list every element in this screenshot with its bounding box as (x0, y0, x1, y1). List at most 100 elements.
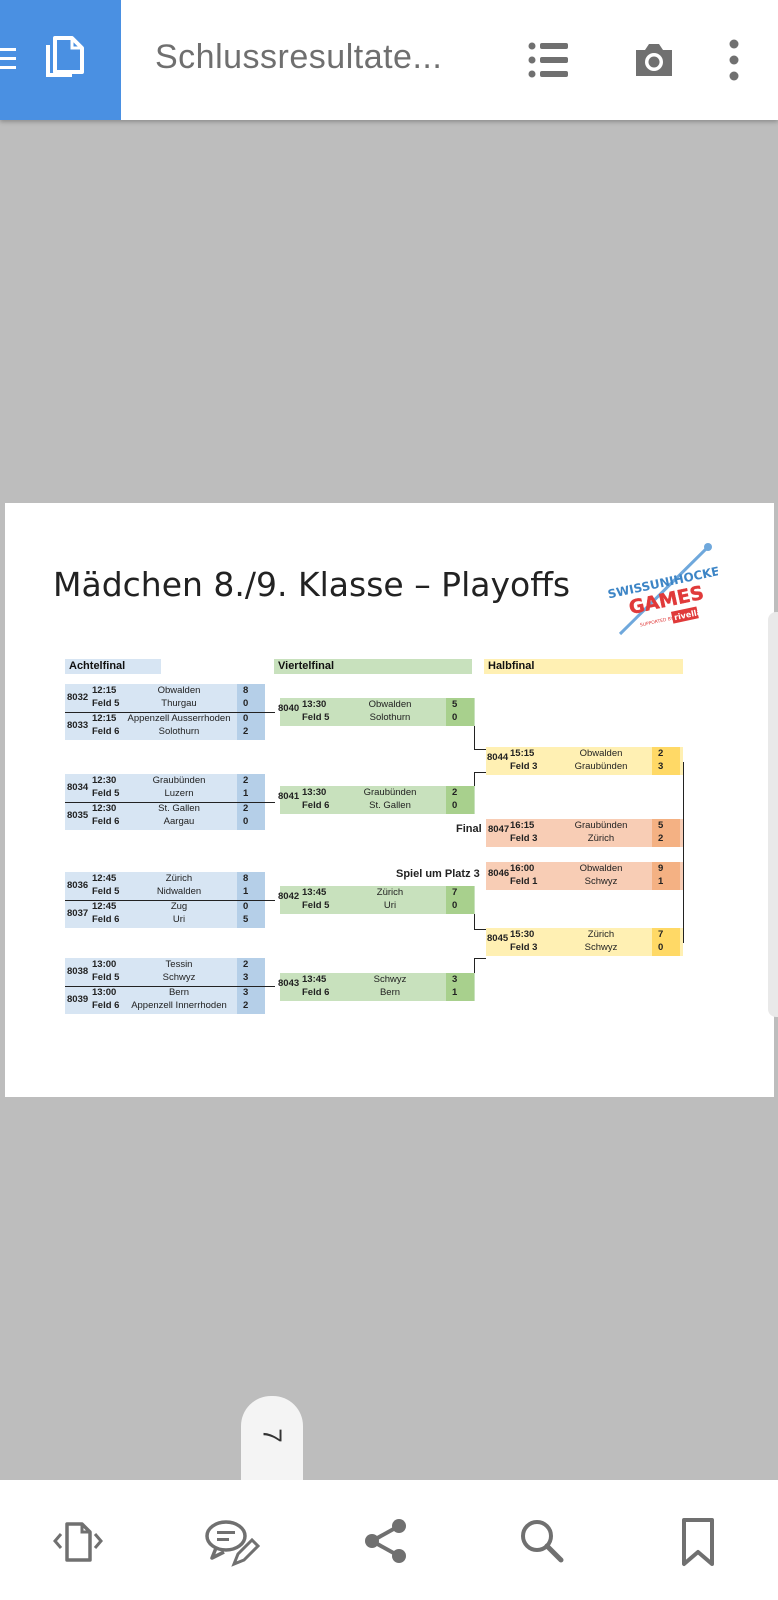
away-team: Uri (172, 914, 186, 925)
pdf-page: Mädchen 8./9. Klasse – Playoffs SWISSUNI… (5, 503, 774, 1097)
away-team: Nidwalden (156, 886, 202, 897)
home-team: St. Gallen (158, 803, 200, 814)
match-field: Feld 6 (92, 816, 120, 827)
match-box[interactable] (280, 786, 475, 814)
bracket-line (474, 772, 475, 786)
match-box[interactable] (65, 712, 265, 740)
away-score: 0 (452, 712, 458, 723)
header-achtelfinal: Achtelfinal (65, 659, 161, 674)
swiss-unihockey-games-logo: SWISSUNIHOCKEY GAMES SUPPORTED BY rivell… (608, 543, 718, 636)
page-scrollbar[interactable] (768, 612, 778, 1017)
home-team: Obwalden (157, 685, 201, 696)
menu-documents-icon (0, 36, 84, 77)
page-navigation-icon[interactable] (53, 1516, 103, 1566)
bracket-line (474, 914, 475, 929)
match-box[interactable] (280, 698, 475, 726)
away-team: Aargau (163, 816, 195, 827)
score-box (652, 928, 680, 956)
match-time: 15:15 (510, 748, 535, 759)
menu-button[interactable] (0, 0, 121, 120)
match-field: Feld 1 (510, 876, 538, 887)
final-id: 8047 (488, 824, 510, 835)
match-time: 16:15 (510, 820, 535, 831)
match-box[interactable] (65, 958, 265, 986)
home-team: Bern (168, 987, 190, 998)
match-box[interactable] (486, 928, 683, 956)
match-box[interactable] (65, 684, 265, 712)
bracket-line (65, 986, 275, 987)
away-team: Appenzell Innerrhoden (131, 1000, 227, 1011)
away-score: 0 (243, 816, 249, 827)
home-score: 8 (243, 685, 249, 696)
away-team: St. Gallen (369, 800, 411, 811)
match-field: Feld 6 (92, 1000, 120, 1011)
away-score: 3 (658, 761, 664, 772)
match-box[interactable] (486, 862, 683, 890)
match-box[interactable] (486, 747, 683, 775)
away-score: 0 (452, 900, 458, 911)
home-score: 3 (452, 974, 458, 985)
match-box[interactable] (280, 886, 475, 914)
camera-icon[interactable] (632, 38, 676, 82)
home-team: Obwalden (368, 699, 412, 710)
match-id: 8034 (67, 782, 89, 793)
match-box[interactable] (280, 973, 475, 1001)
match-id: 8045 (487, 933, 509, 944)
away-team: Thurgau (161, 698, 197, 709)
score-box (652, 862, 680, 890)
match-box[interactable] (65, 802, 265, 830)
match-id: 8036 (67, 880, 89, 891)
score-box (652, 819, 680, 847)
bracket-line (65, 712, 275, 713)
match-field: Feld 6 (302, 800, 330, 811)
more-options-icon[interactable] (725, 38, 743, 84)
search-icon[interactable] (517, 1516, 567, 1566)
home-team: Zürich (376, 887, 404, 898)
share-icon[interactable] (361, 1516, 411, 1566)
bracket-line (474, 749, 486, 750)
match-time: 13:00 (92, 959, 117, 970)
home-score: 2 (452, 787, 458, 798)
match-field: Feld 3 (510, 833, 538, 844)
final-label: Final (456, 823, 482, 835)
match-time: 13:30 (302, 699, 327, 710)
list-view-icon[interactable] (527, 38, 571, 82)
match-id: 8033 (67, 720, 89, 731)
home-score: 2 (658, 748, 664, 759)
score-box (446, 786, 474, 814)
match-box[interactable] (65, 986, 265, 1014)
third-place-label: Spiel um Platz 3 (396, 868, 480, 880)
match-id: 8038 (67, 966, 89, 977)
match-field: Feld 5 (92, 886, 120, 897)
bookmark-icon[interactable] (678, 1516, 718, 1568)
home-team: Zürich (165, 873, 193, 884)
match-time: 13:00 (92, 987, 117, 998)
page-number: 7 (257, 1428, 288, 1443)
top-app-bar: Schlussresultate... (0, 0, 778, 120)
comment-edit-icon[interactable] (204, 1516, 260, 1572)
bottom-toolbar (0, 1480, 778, 1600)
away-score: 2 (658, 833, 664, 844)
score-box (237, 774, 265, 802)
score-box (237, 900, 265, 928)
home-team: Tessin (165, 959, 193, 970)
match-time: 13:45 (302, 887, 327, 898)
match-box[interactable] (65, 872, 265, 900)
match-id: 8037 (67, 908, 89, 919)
match-time: 12:15 (92, 713, 117, 724)
home-team: Obwalden (579, 748, 623, 759)
match-field: Feld 5 (92, 788, 120, 799)
match-box[interactable] (65, 774, 265, 802)
bracket-line (474, 958, 475, 973)
page-indicator[interactable]: 7 (241, 1396, 303, 1480)
away-score: 3 (243, 972, 249, 983)
match-time: 12:30 (92, 803, 117, 814)
match-field: Feld 5 (92, 698, 120, 709)
match-time: 12:15 (92, 685, 117, 696)
match-field: Feld 3 (510, 761, 538, 772)
match-box[interactable] (65, 900, 265, 928)
match-field: Feld 5 (302, 712, 330, 723)
score-box (237, 802, 265, 830)
match-box[interactable] (486, 819, 683, 847)
home-team: Graubünden (363, 787, 417, 798)
